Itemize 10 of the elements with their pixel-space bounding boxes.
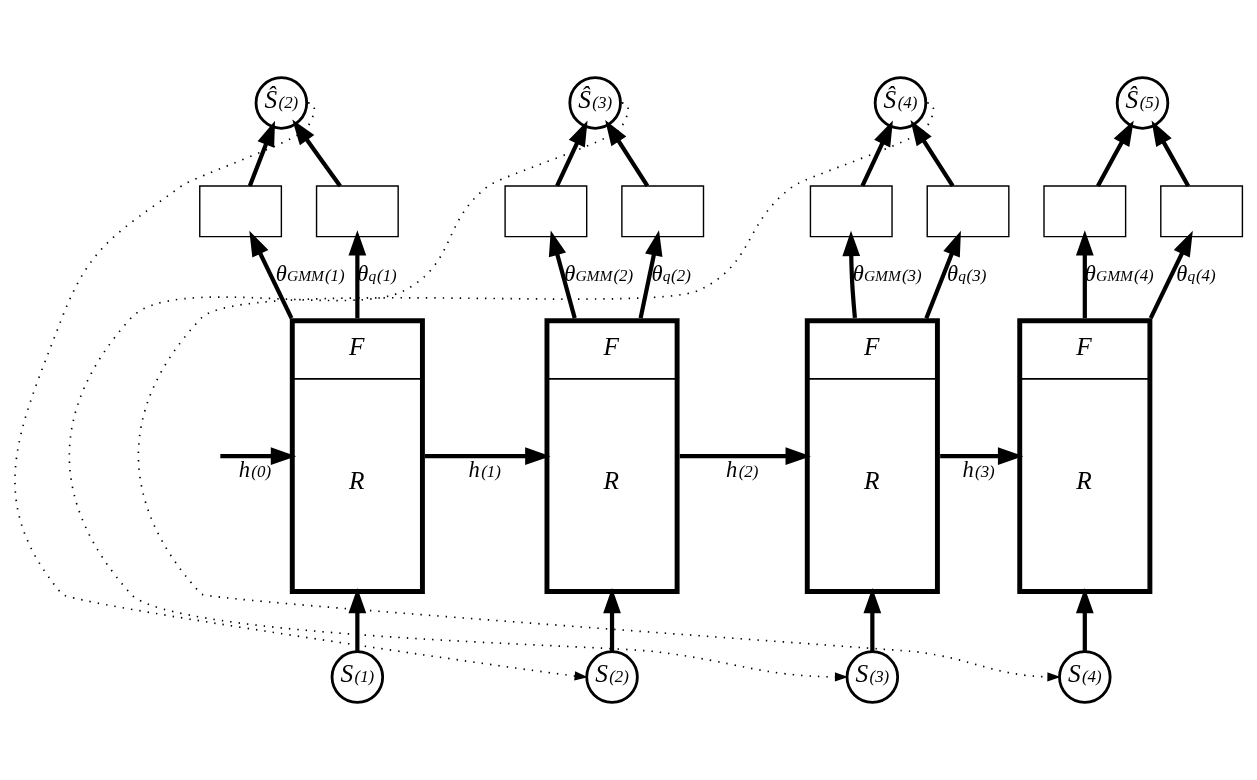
edge-label: h(3) xyxy=(962,456,995,482)
edge-label: θq(4) xyxy=(1176,261,1216,287)
edge-label: h(2) xyxy=(726,456,759,482)
edge-label: θGMM(2) xyxy=(564,261,634,287)
edge-label: θGMM(3) xyxy=(852,261,922,287)
edge-label: θq(3) xyxy=(946,261,987,287)
edge-label: θq(2) xyxy=(651,261,691,287)
edge-label: h(1) xyxy=(468,456,501,482)
edge-label: h(0) xyxy=(238,456,272,482)
edge-label: θGMM(1) xyxy=(275,261,345,287)
